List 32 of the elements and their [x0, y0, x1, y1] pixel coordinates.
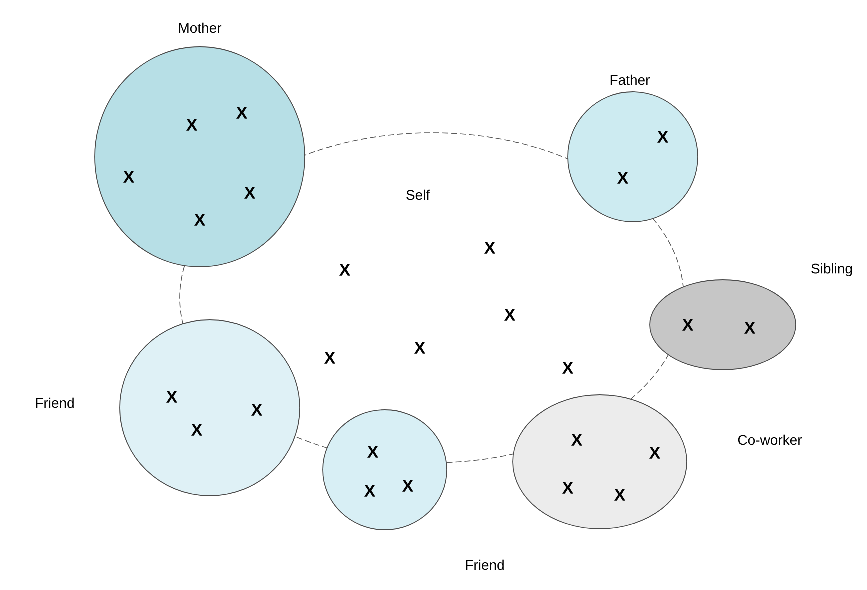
x-mark: X: [484, 242, 496, 254]
x-mark: X: [618, 172, 629, 184]
x-mark: X: [192, 424, 203, 436]
x-mark: X: [368, 446, 379, 458]
x-mark: X: [744, 322, 756, 334]
group-label: Friend: [36, 398, 74, 408]
group-label: Self: [406, 190, 430, 200]
x-mark: X: [572, 434, 583, 446]
x-mark: X: [504, 309, 516, 321]
x-mark: X: [244, 187, 256, 199]
group-label: Friend: [466, 560, 504, 570]
x-mark: X: [650, 447, 661, 459]
x-mark: X: [562, 482, 574, 494]
group-label: Sibling: [812, 263, 852, 277]
x-mark: X: [364, 485, 376, 497]
x-mark: X: [340, 264, 351, 276]
group-label: Co-worker: [738, 434, 802, 446]
group-label: Mother: [179, 22, 222, 34]
x-mark: X: [402, 480, 414, 492]
x-mark: X: [658, 131, 669, 143]
x-mark: X: [194, 214, 206, 226]
x-mark: X: [252, 404, 263, 416]
x-mark: X: [614, 489, 626, 501]
x-mark: X: [236, 107, 248, 119]
x-mark: X: [124, 171, 135, 183]
group-label: Father: [610, 74, 650, 86]
x-mark: X: [682, 319, 694, 331]
x-mark: X: [562, 362, 574, 374]
x-mark: X: [186, 119, 198, 131]
x-mark: X: [166, 391, 178, 403]
x-mark: X: [324, 352, 336, 364]
x-mark: X: [414, 342, 426, 354]
